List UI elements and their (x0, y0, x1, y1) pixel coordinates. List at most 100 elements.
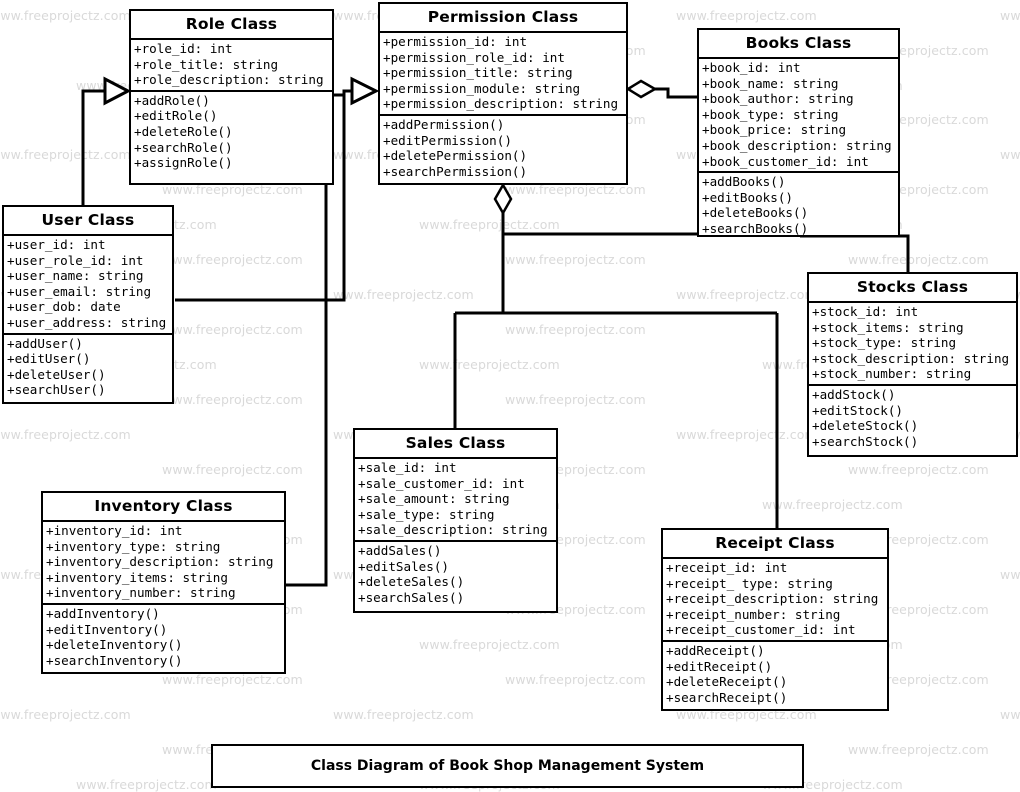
class-title-role: Role Class (131, 11, 332, 40)
attribute-row: +sale_type: string (358, 506, 495, 522)
class-operations-books: +addBooks() +editBooks() +deleteBooks() … (699, 173, 898, 238)
watermark-text: www.freeprojectz.com (419, 637, 560, 652)
watermark-text: www.freeprojectz.com (162, 672, 303, 687)
attribute-row: +receipt_description: string (666, 591, 879, 607)
attribute-row: +book_description: string (702, 137, 892, 153)
watermark-text: www.freeprojectz.com (762, 497, 903, 512)
operation-row: +deleteRole() (134, 123, 233, 139)
watermark-text: www.freeprojectz.com (162, 462, 303, 477)
watermark-text: www.freeprojectz.com (848, 462, 989, 477)
attribute-row: +book_type: string (702, 106, 839, 122)
class-operations-receipt: +addReceipt() +editReceipt() +deleteRece… (663, 642, 887, 707)
watermark-text: www.freeprojectz.com (1000, 147, 1020, 162)
attribute-row: +inventory_type: string (46, 538, 221, 554)
attribute-row: +permission_id: int (383, 34, 528, 49)
class-operations-inventory: +addInventory() +editInventory() +delete… (43, 605, 284, 670)
attribute-row: +user_email: string (7, 283, 152, 299)
operation-row: +editReceipt() (666, 658, 773, 674)
class-title-inventory: Inventory Class (43, 493, 284, 522)
class-attributes-sales: +sale_id: int +sale_customer_id: int +sa… (355, 459, 556, 542)
watermark-text: www.freeprojectz.com (848, 252, 989, 267)
attribute-row: +book_customer_id: int (702, 153, 869, 169)
watermark-text: www.freeprojectz.com (0, 147, 131, 162)
class-box-receipt[interactable]: Receipt Class +receipt_id: int +receipt_… (661, 528, 889, 711)
class-box-role[interactable]: Role Class +role_id: int +role_title: st… (129, 9, 334, 185)
class-operations-role: +addRole() +editRole() +deleteRole() +se… (131, 92, 332, 173)
class-box-inventory[interactable]: Inventory Class +inventory_id: int +inve… (41, 491, 286, 674)
operation-row: +editRole() (134, 108, 218, 124)
class-operations-sales: +addSales() +editSales() +deleteSales() … (355, 542, 556, 607)
class-box-stocks[interactable]: Stocks Class +stock_id: int +stock_items… (807, 272, 1018, 457)
operation-row: +deleteInventory() (46, 637, 183, 653)
watermark-text: www.freeprojectz.com (333, 707, 474, 722)
watermark-text: www.freeprojectz.com (676, 8, 817, 23)
attribute-row: +permission_role_id: int (383, 49, 565, 65)
attribute-row: +book_id: int (702, 60, 801, 75)
operation-row: +searchInventory() (46, 652, 183, 668)
class-title-sales: Sales Class (355, 430, 556, 459)
class-title-receipt: Receipt Class (663, 530, 887, 559)
attribute-row: +receipt_id: int (666, 560, 788, 575)
attribute-row: +stock_id: int (812, 304, 919, 319)
operation-row: +editInventory() (46, 621, 168, 637)
attribute-row: +book_name: string (702, 75, 839, 91)
attribute-row: +inventory_items: string (46, 569, 228, 585)
operation-row: +searchReceipt() (666, 689, 788, 705)
class-box-permission[interactable]: Permission Class +permission_id: int +pe… (378, 2, 628, 185)
operation-row: +editStock() (812, 402, 903, 418)
operation-row: +searchRole() (134, 139, 233, 155)
operation-row: +assignRole() (134, 155, 233, 171)
relationship-books-stocks (800, 234, 910, 272)
watermark-text: www.freeprojectz.com (505, 252, 646, 267)
watermark-text: www.freeprojectz.com (848, 742, 989, 757)
watermark-text: www.freeprojectz.com (0, 707, 131, 722)
operation-row: +deleteStock() (812, 418, 919, 434)
class-title-permission: Permission Class (380, 4, 626, 33)
operation-row: +searchBooks() (702, 220, 809, 236)
class-attributes-permission: +permission_id: int +permission_role_id:… (380, 33, 626, 116)
attribute-row: +user_address: string (7, 314, 167, 330)
class-box-user[interactable]: User Class +user_id: int +user_role_id: … (2, 205, 174, 404)
class-attributes-receipt: +receipt_id: int +receipt_ type: string … (663, 559, 887, 642)
attribute-row: +receipt_customer_id: int (666, 622, 856, 638)
operation-row: +searchSales() (358, 589, 465, 605)
watermark-text: www.freeprojectz.com (162, 322, 303, 337)
operation-row: +deletePermission() (383, 148, 528, 164)
attribute-row: +stock_number: string (812, 366, 972, 382)
watermark-text: www.freeprojectz.com (505, 672, 646, 687)
class-box-sales[interactable]: Sales Class +sale_id: int +sale_customer… (353, 428, 558, 613)
operation-row: +searchPermission() (383, 163, 528, 179)
attribute-row: +role_description: string (134, 72, 324, 88)
attribute-row: +inventory_number: string (46, 585, 236, 601)
operation-row: +searchUser() (7, 382, 106, 398)
watermark-text: www.freeprojectz.com (162, 392, 303, 407)
operation-row: +editBooks() (702, 189, 793, 205)
attribute-row: +user_id: int (7, 237, 106, 252)
operation-row: +addReceipt() (666, 642, 765, 658)
class-box-books[interactable]: Books Class +book_id: int +book_name: st… (697, 28, 900, 237)
class-title-user: User Class (4, 207, 172, 236)
relationship-user-role (81, 76, 132, 205)
attribute-row: +user_dob: date (7, 299, 121, 315)
diagram-caption: Class Diagram of Book Shop Management Sy… (211, 744, 804, 788)
class-attributes-books: +book_id: int +book_name: string +book_a… (699, 59, 898, 174)
operation-row: +addUser() (7, 335, 83, 351)
watermark-text: www.freeprojectz.com (505, 392, 646, 407)
operation-row: +deleteBooks() (702, 205, 809, 221)
watermark-text: www.freeprojectz.com (419, 357, 560, 372)
operation-row: +addSales() (358, 542, 442, 558)
operation-row: +addStock() (812, 386, 896, 402)
attribute-row: +receipt_number: string (666, 606, 841, 622)
attribute-row: +permission_module: string (383, 80, 581, 96)
watermark-text: www.freeprojectz.com (1000, 707, 1020, 722)
operation-row: +addRole() (134, 92, 210, 108)
attribute-row: +stock_items: string (812, 319, 964, 335)
watermark-text: www.freeprojectz.com (676, 287, 817, 302)
attribute-row: +stock_type: string (812, 335, 957, 351)
operation-row: +addPermission() (383, 116, 505, 132)
class-attributes-user: +user_id: int +user_role_id: int +user_n… (4, 236, 172, 335)
class-attributes-stocks: +stock_id: int +stock_items: string +sto… (809, 303, 1016, 386)
operation-row: +searchStock() (812, 433, 919, 449)
class-title-stocks: Stocks Class (809, 274, 1016, 303)
operation-row: +editUser() (7, 351, 91, 367)
